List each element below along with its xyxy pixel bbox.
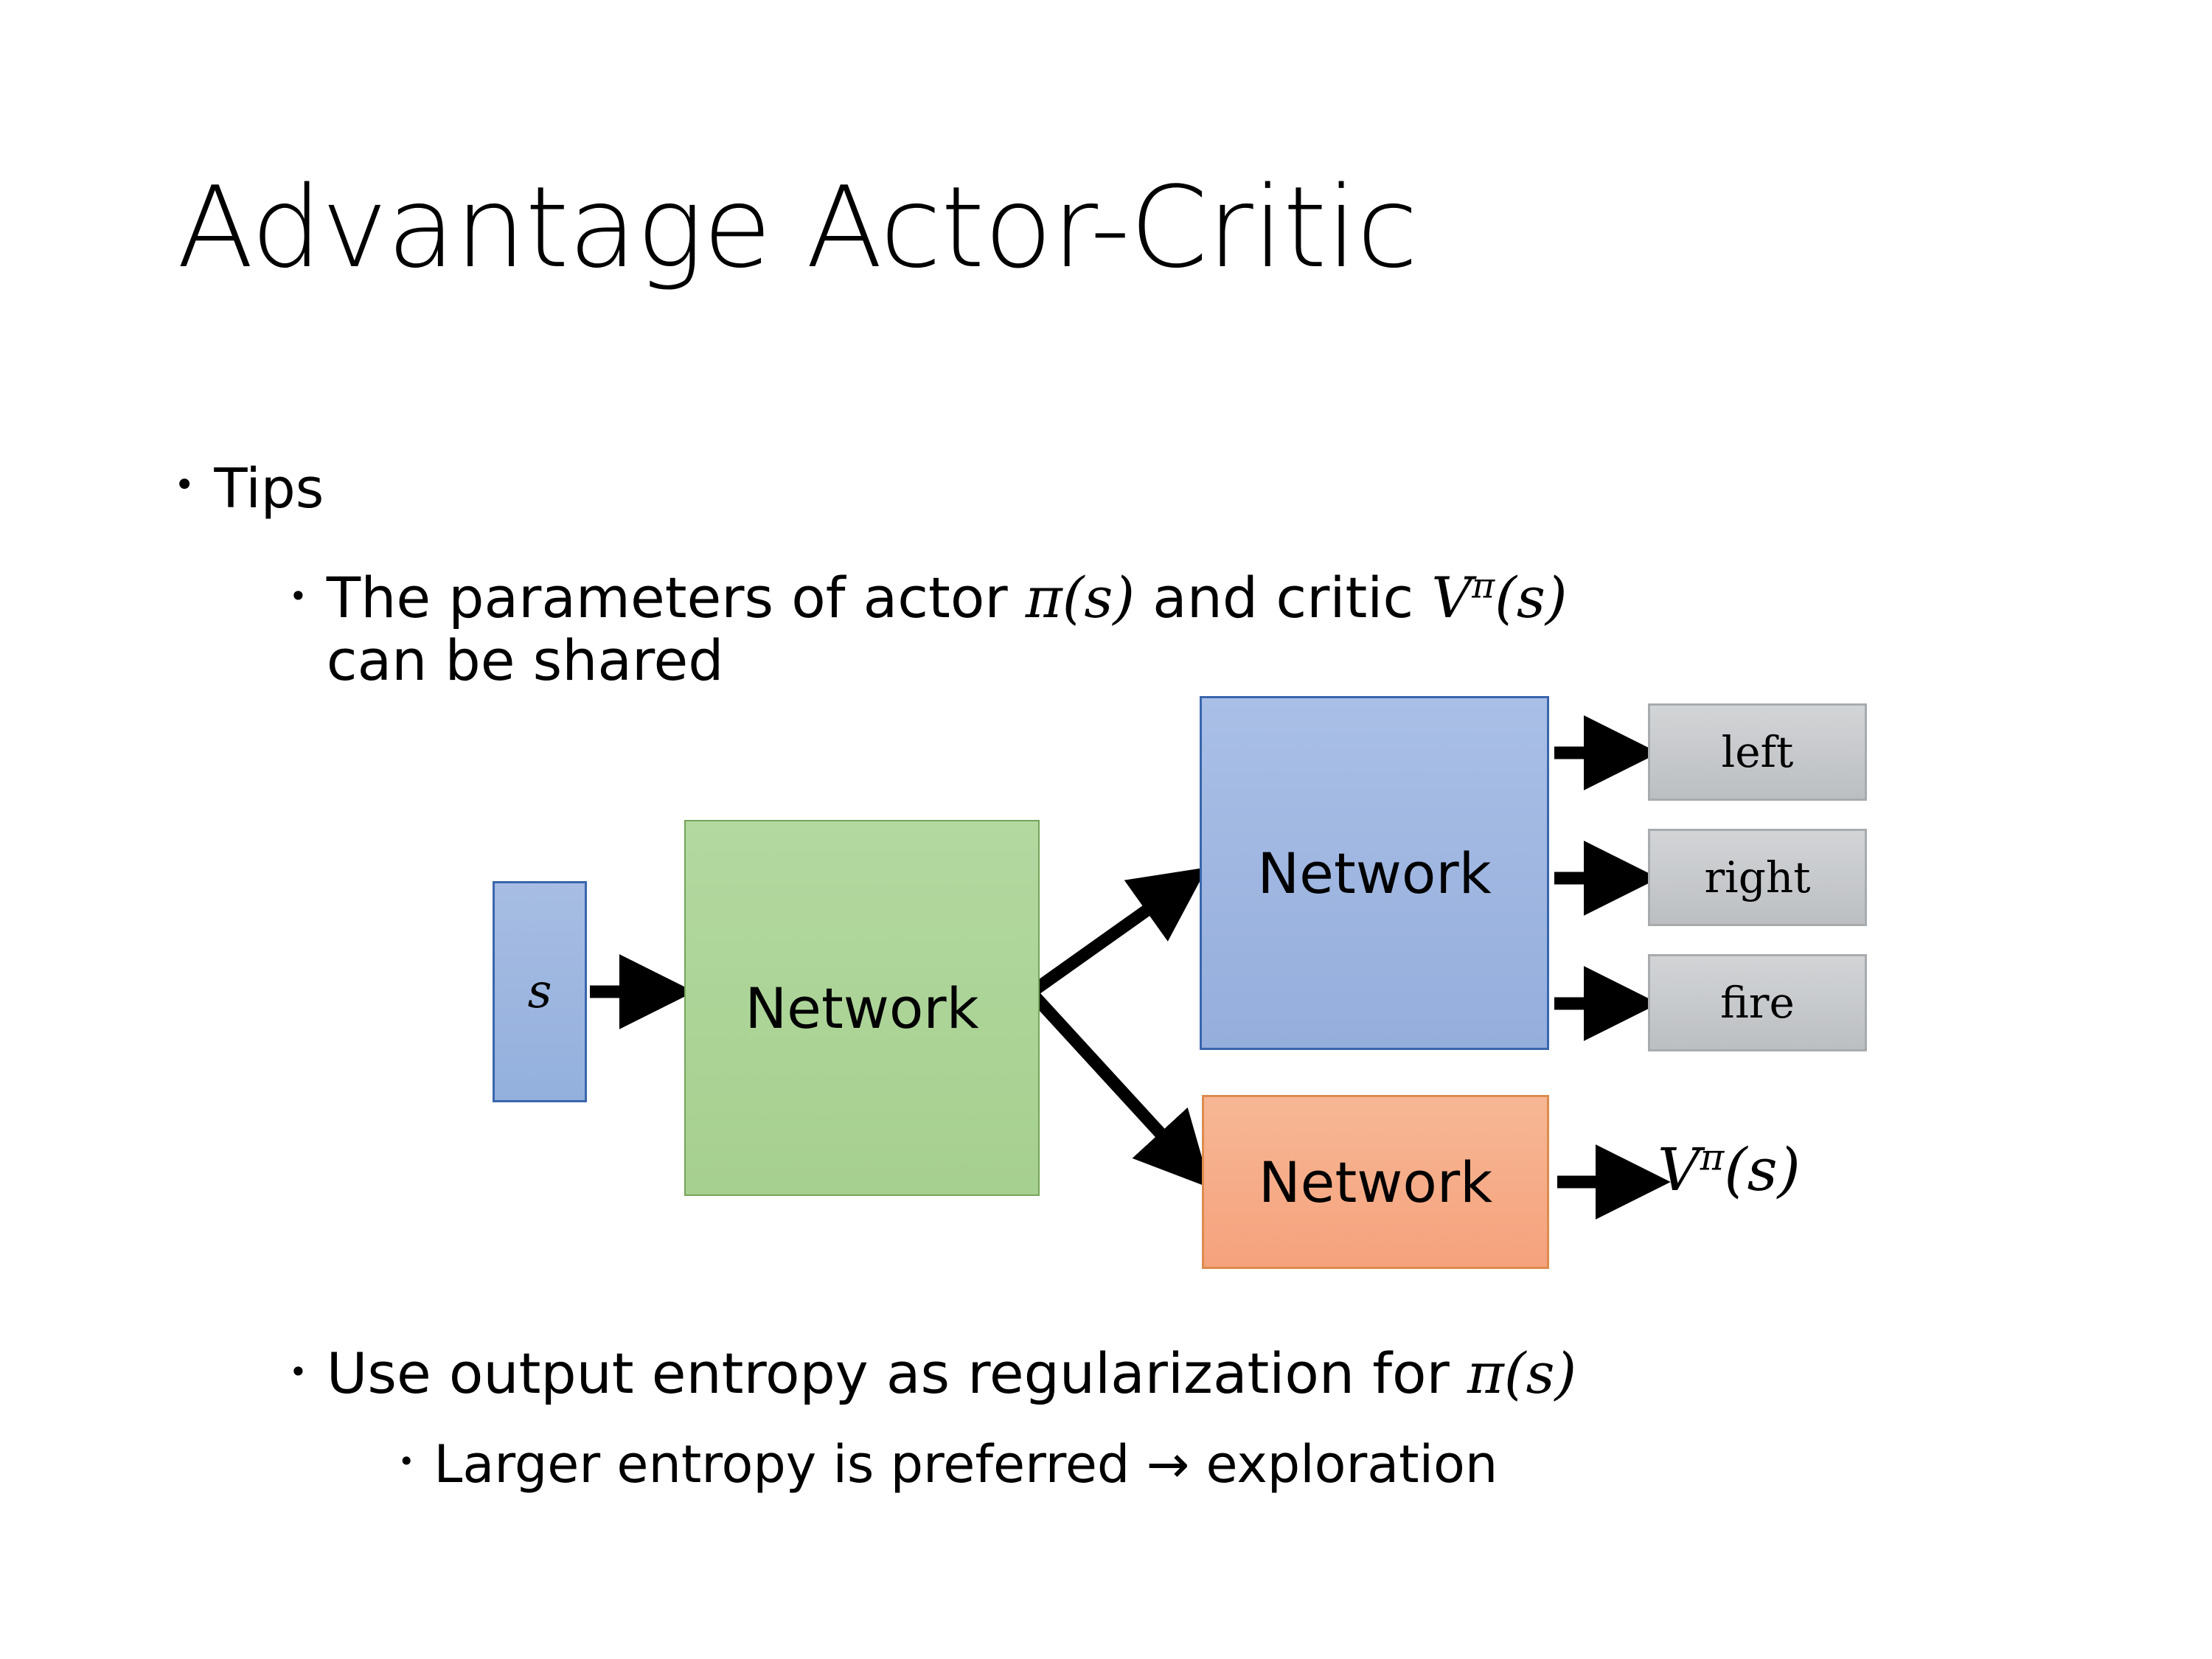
action-output-fire[interactable]: fire (1648, 954, 1867, 1051)
shared-network-box[interactable]: Network (684, 820, 1040, 1196)
critic-value-superscript: π (1472, 566, 1495, 607)
bullet-larger-entropy: • Larger entropy is preferred → explorat… (398, 1434, 1498, 1495)
bullet-entropy-regularization: • Use output entropy as regularization f… (289, 1342, 1576, 1405)
bullet-marker: • (289, 1354, 307, 1390)
params-text-part1: The parameters of actor (326, 565, 1026, 630)
arrow-shared-to-critic (1030, 992, 1211, 1189)
action-output-left-label: left (1721, 727, 1794, 777)
actor-policy-math: π(s) (1025, 565, 1135, 630)
action-output-right-label: right (1704, 852, 1811, 902)
critic-value-base: V (1431, 565, 1472, 630)
actor-network-label: Network (1257, 840, 1492, 906)
shared-network-label: Network (745, 975, 979, 1041)
value-function-output-label: Vπ(s) (1658, 1135, 1801, 1204)
value-output-base: V (1658, 1135, 1700, 1204)
params-text-line2: can be shared (326, 627, 724, 694)
actor-network-box[interactable]: Network (1200, 696, 1549, 1050)
critic-network-label: Network (1258, 1149, 1493, 1215)
action-output-left[interactable]: left (1648, 703, 1867, 801)
bullet-tips-label: Tips (214, 457, 324, 521)
page-title: Advantage Actor-Critic (177, 162, 1418, 293)
value-output-superscript: π (1700, 1135, 1725, 1179)
critic-value-arg: (s) (1495, 565, 1568, 630)
bullet-larger-entropy-label: Larger entropy is preferred → exploratio… (434, 1434, 1498, 1495)
bullet-tips: • Tips (174, 457, 324, 521)
bullet-marker: • (289, 578, 307, 614)
action-output-right[interactable]: right (1648, 829, 1867, 926)
action-output-fire-label: fire (1720, 978, 1795, 1028)
critic-network-box[interactable]: Network (1202, 1095, 1549, 1269)
state-input-box[interactable]: s (493, 881, 587, 1102)
bullet-marker: • (174, 465, 195, 506)
critic-value-math: Vπ(s) (1431, 565, 1567, 630)
entropy-text-part1: Use output entropy as regularization for (326, 1340, 1467, 1406)
entropy-policy-math: π(s) (1467, 1340, 1577, 1406)
bullet-shared-parameters: • The parameters of actor π(s) and criti… (289, 566, 1985, 692)
params-text-part2: and critic (1135, 565, 1432, 630)
arrow-shared-to-actor (1032, 867, 1208, 995)
bullet-marker: • (398, 1445, 415, 1478)
bullet-entropy-text: Use output entropy as regularization for… (327, 1342, 1576, 1405)
state-input-label: s (527, 964, 552, 1019)
bullet-shared-parameters-text: The parameters of actor π(s) and critic … (327, 566, 1568, 692)
value-output-arg: (s) (1724, 1135, 1801, 1204)
